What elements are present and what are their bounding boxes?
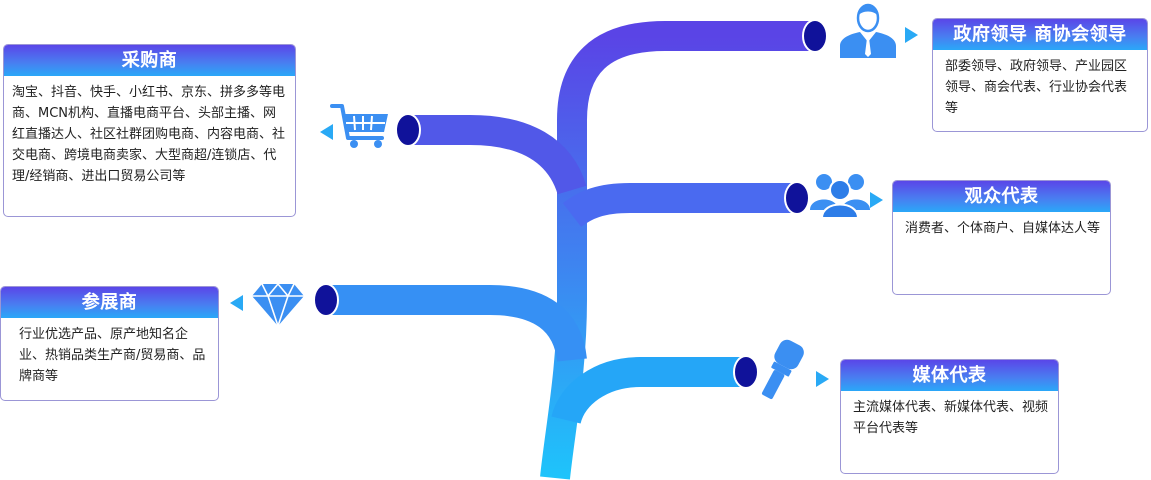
trunk-spine (540, 21, 812, 480)
branch-media (551, 357, 745, 425)
buyers-card: 采购商 淘宝、抖音、快手、小红书、京东、拼多多等电商、MCN机构、直播电商平台、… (3, 44, 296, 217)
arrow-to-media (816, 371, 829, 387)
audience-card-title: 观众代表 (893, 181, 1110, 212)
shopping-cart-icon (330, 104, 388, 148)
arrow-to-exhibitors (230, 295, 243, 311)
node-exhibitors (313, 283, 339, 317)
node-buyers (395, 113, 421, 147)
branch-buyers (410, 115, 587, 196)
node-audience (784, 181, 810, 215)
media-card: 媒体代表 主流媒体代表、新媒体代表、视频平台代表等 (840, 359, 1059, 474)
group-people-icon (810, 174, 870, 219)
business-person-icon (840, 3, 896, 58)
node-government (802, 19, 828, 53)
arrow-to-government (905, 27, 918, 43)
government-card-title: 政府领导 商协会领导 (933, 19, 1147, 50)
branch-audience (562, 183, 795, 228)
exhibitors-card: 参展商 行业优选产品、原产地知名企业、热销品类生产商/贸易商、品牌商等 (0, 286, 219, 401)
arrow-to-audience (870, 192, 883, 208)
branch-exhibitors (325, 285, 587, 363)
exhibitors-card-description: 行业优选产品、原产地知名企业、热销品类生产商/贸易商、品牌商等 (19, 327, 206, 384)
government-card-description: 部委领导、政府领导、产业园区领导、商会代表、行业协会代表等 (945, 59, 1128, 116)
buyers-card-description: 淘宝、抖音、快手、小红书、京东、拼多多等电商、MCN机构、直播电商平台、头部主播… (12, 85, 286, 184)
buyers-card-title: 采购商 (4, 45, 295, 76)
media-card-title: 媒体代表 (841, 360, 1058, 391)
arrow-to-buyers (320, 124, 333, 140)
media-card-description: 主流媒体代表、新媒体代表、视频平台代表等 (853, 400, 1049, 436)
exhibitors-card-title: 参展商 (1, 287, 218, 318)
audience-card: 观众代表 消费者、个体商户、自媒体达人等 (892, 180, 1111, 295)
audience-card-description: 消费者、个体商户、自媒体达人等 (905, 221, 1101, 236)
government-card: 政府领导 商协会领导 部委领导、政府领导、产业园区领导、商会代表、行业协会代表等 (932, 18, 1148, 132)
node-media (733, 355, 759, 389)
diamond-icon (252, 283, 304, 327)
microphone-icon (761, 339, 804, 400)
